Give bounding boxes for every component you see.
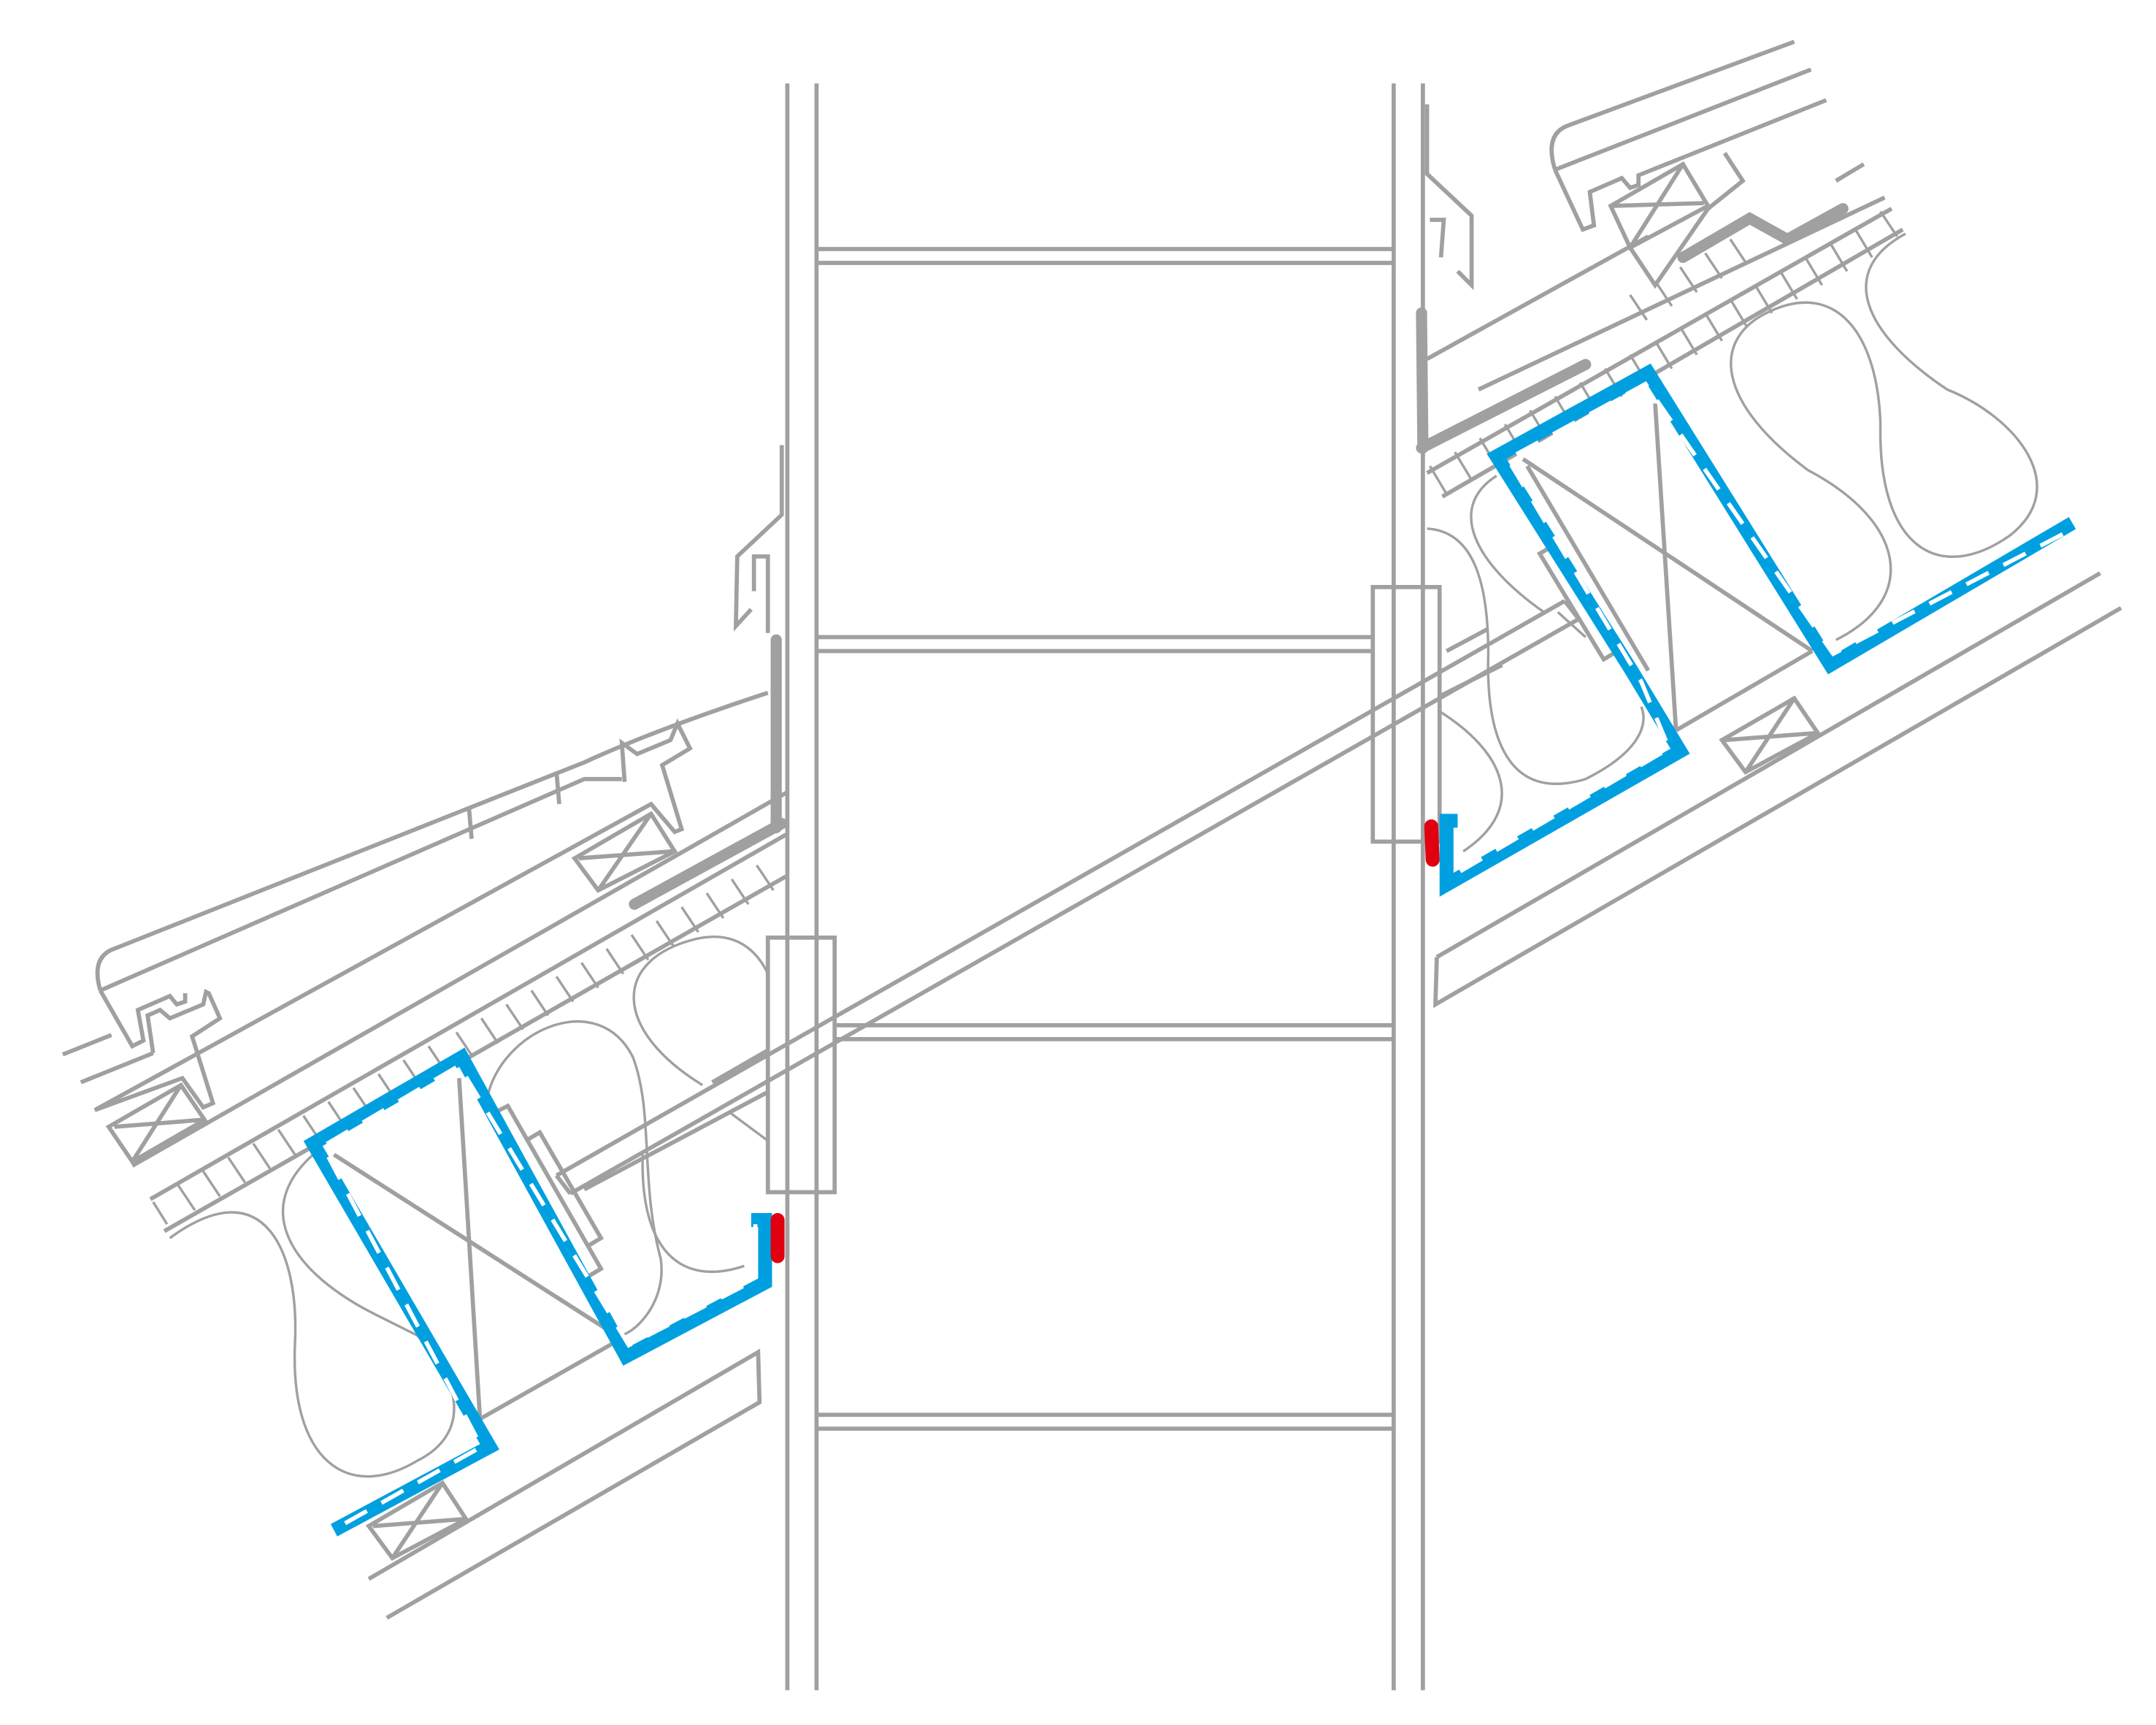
right-bracket-box: [1370, 584, 1442, 844]
horizontal-battens: [816, 247, 1394, 1431]
right-roof-assembly: [1416, 39, 2122, 1009]
left-bracket-box: [765, 936, 837, 1195]
diagonal-brace: [554, 584, 1581, 1196]
left-roof-assembly: [61, 445, 788, 1620]
